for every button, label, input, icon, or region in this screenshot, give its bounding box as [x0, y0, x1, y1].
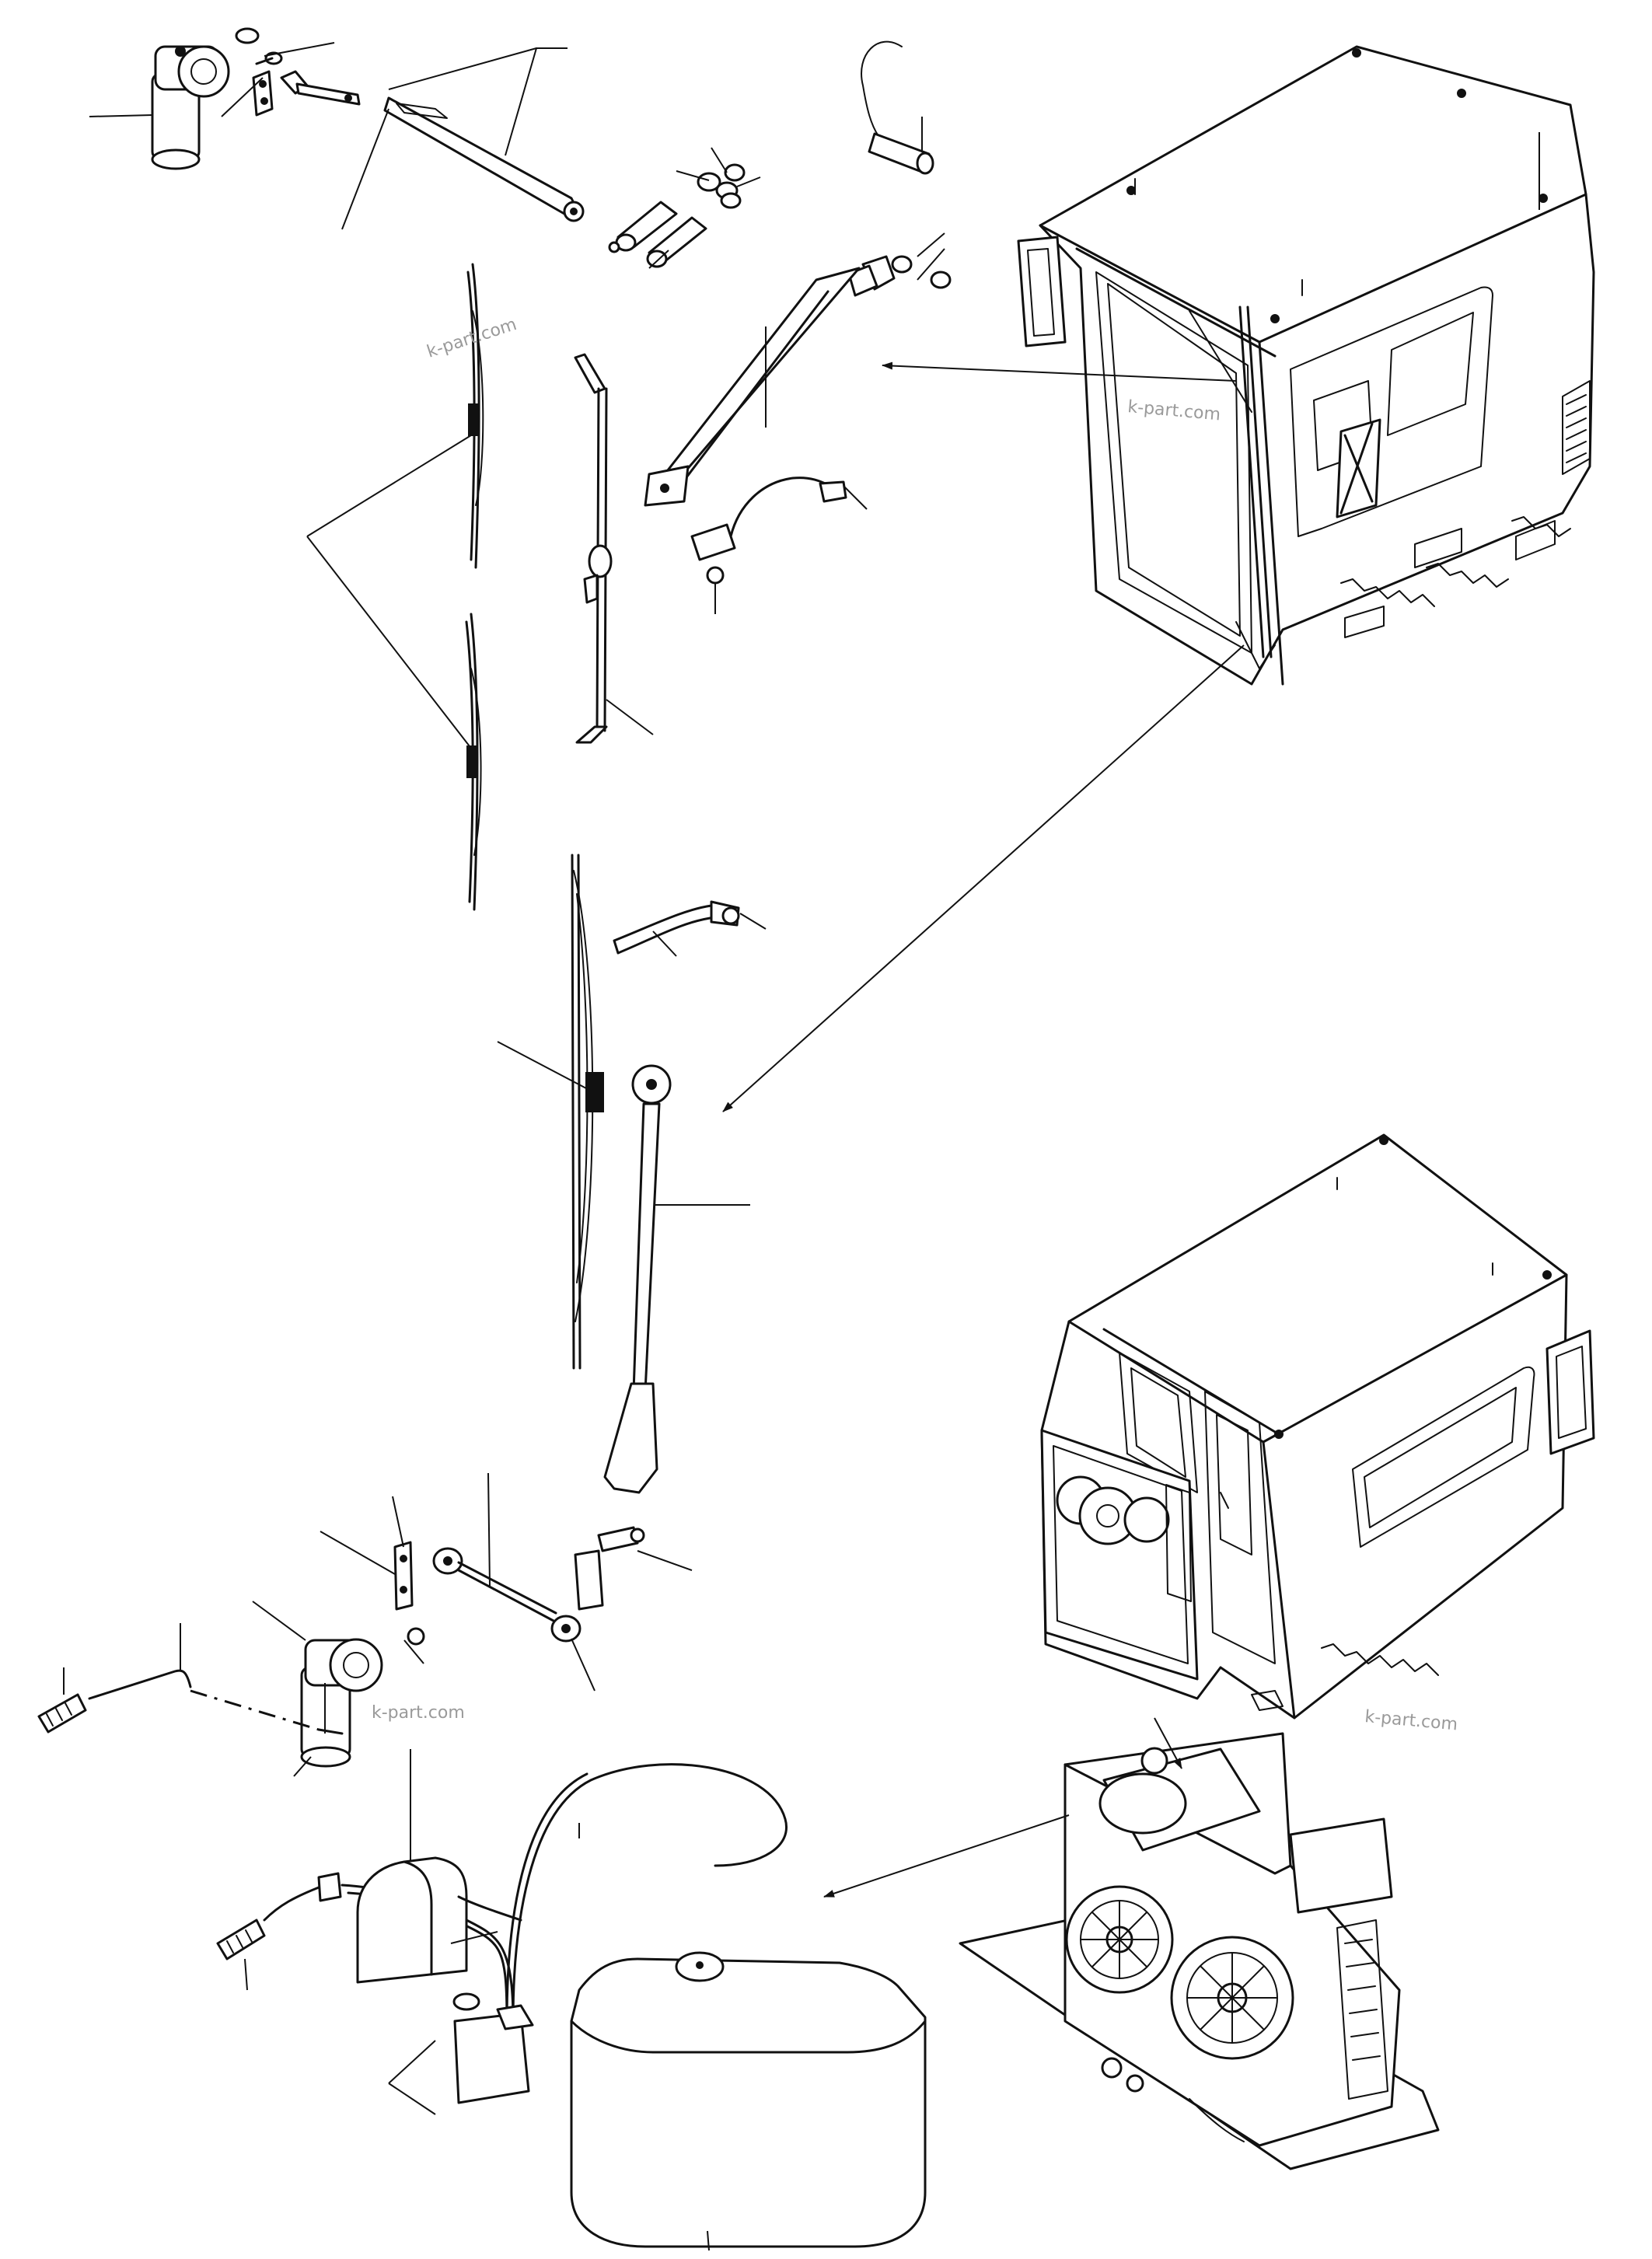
sensor-with-lead: [861, 40, 934, 175]
upper-wiper-link-rod: [383, 96, 585, 222]
upper-wiper-blade-2: [465, 613, 482, 911]
washer-pump: [388, 1992, 534, 2115]
cab-assembly-lower: [1040, 1133, 1595, 1720]
lower-bracket-and-rod: [320, 1472, 693, 1692]
upper-crank-lever: [280, 70, 361, 106]
watermark-text: k-part.com: [372, 1703, 465, 1723]
washer-pump-motor: [356, 1856, 522, 1984]
cab-assembly-upper: [1017, 45, 1595, 686]
pivot-pin-parts: [608, 147, 761, 269]
lower-wiper-blade: [497, 854, 604, 1370]
lower-hose-piece: [613, 900, 767, 957]
side-link-rod: [574, 353, 654, 744]
upper-wiper-arm: [644, 232, 952, 507]
hvac-fan-module: [959, 1732, 1440, 2170]
washer-nozzle-left: [37, 1667, 87, 1734]
lower-wiper-arm: [603, 1064, 750, 1494]
upper-washer-nozzle-hose: [690, 477, 868, 614]
upper-wiper-motor: [151, 45, 230, 170]
washer-tank: [570, 1951, 927, 2251]
washer-nozzle-right: [216, 1919, 266, 1991]
watermark-text: k-part.com: [1364, 1707, 1458, 1734]
upper-wiper-blade-1: [466, 263, 484, 569]
upper-motor-washer-bolt: [235, 27, 283, 65]
lower-wiper-motor: [252, 1601, 425, 1768]
blade-leaders: [306, 435, 472, 747]
upper-motor-leaders: [89, 42, 568, 230]
pointer-arrows: [722, 361, 1245, 1898]
